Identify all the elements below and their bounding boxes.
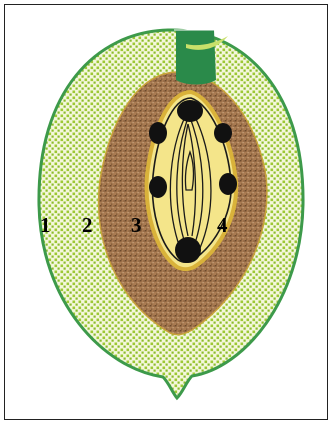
seed-bottom: [175, 237, 201, 263]
label-2: 2: [82, 213, 93, 237]
stem: [176, 30, 216, 85]
seed-top-left: [149, 122, 167, 144]
label-4: 4: [217, 213, 228, 237]
seed-mid-left: [149, 176, 167, 198]
label-1: 1: [40, 213, 51, 237]
seed-top-right: [214, 123, 232, 143]
label-3: 3: [131, 213, 142, 237]
seed-mid-right: [219, 173, 237, 195]
seed-top: [177, 100, 203, 122]
